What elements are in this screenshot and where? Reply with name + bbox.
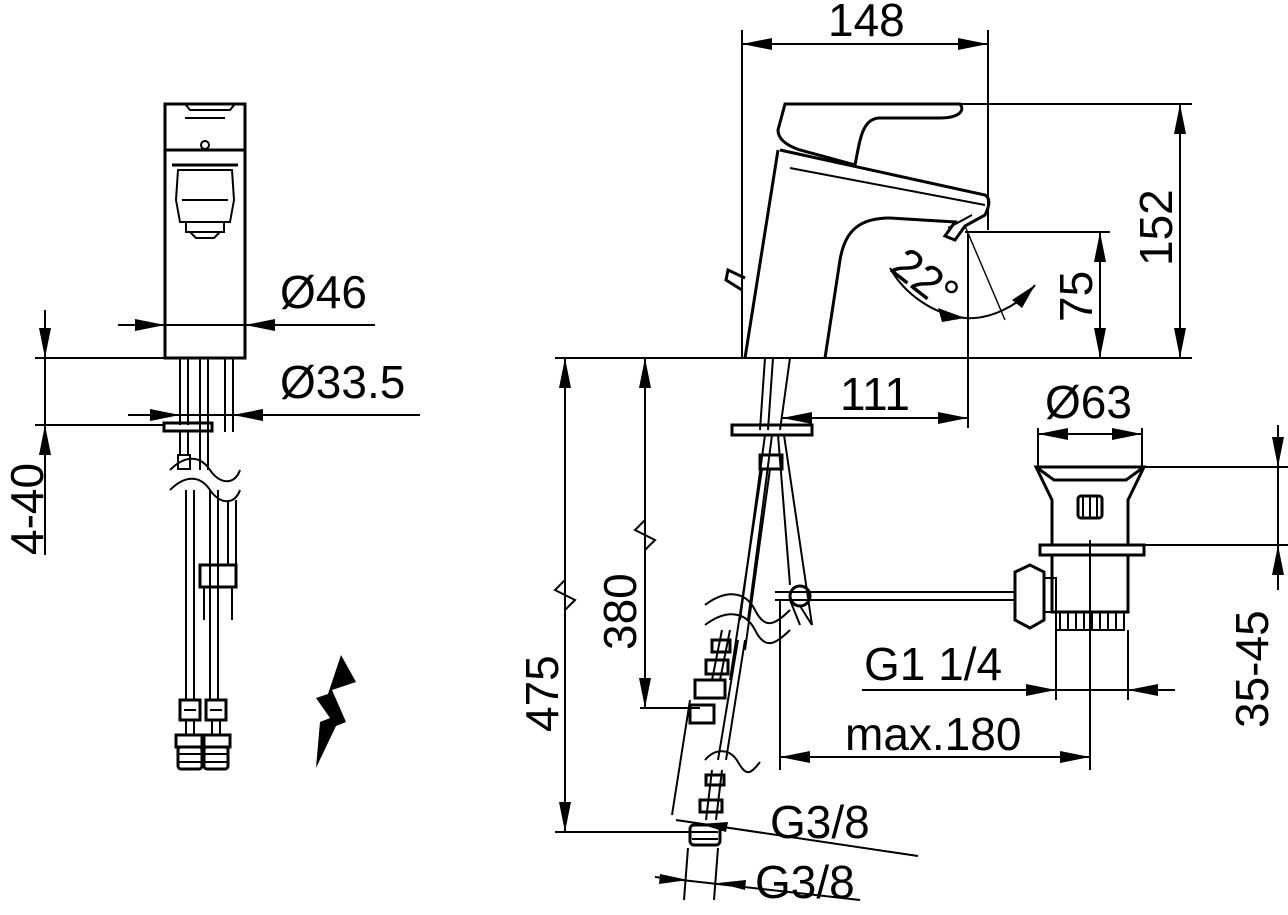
angle-label: 22° xyxy=(882,237,969,321)
waste-range-label: 35-45 xyxy=(1226,610,1278,728)
hose-length-rigid-label: 380 xyxy=(594,573,646,650)
deck-thickness-label: 4-40 xyxy=(1,463,53,555)
lightning-bolt-icon xyxy=(316,655,356,768)
diameter-waste-label: Ø63 xyxy=(1045,376,1132,428)
waste-thread-label: G1 1/4 xyxy=(864,638,1002,690)
diameter-shank-label: Ø33.5 xyxy=(280,356,405,408)
connection-thread-1-label: G3/8 xyxy=(770,796,870,848)
rod-max-label: max.180 xyxy=(845,708,1021,760)
diameter-body-label: Ø46 xyxy=(280,266,367,318)
hose-length-total-label: 475 xyxy=(516,655,568,732)
front-view xyxy=(162,102,247,771)
spout-height-label: 75 xyxy=(1050,271,1102,322)
height-overall-label: 152 xyxy=(1130,189,1182,266)
front-view-dimensions: Ø46 Ø33.5 4-40 xyxy=(1,266,420,555)
side-view-dimensions: 148 152 75 22° 111 Ø63 xyxy=(516,0,1288,908)
width-overall-label: 148 xyxy=(828,0,905,46)
connection-thread-2-label: G3/8 xyxy=(755,856,855,908)
spout-projection-label: 111 xyxy=(840,368,910,420)
